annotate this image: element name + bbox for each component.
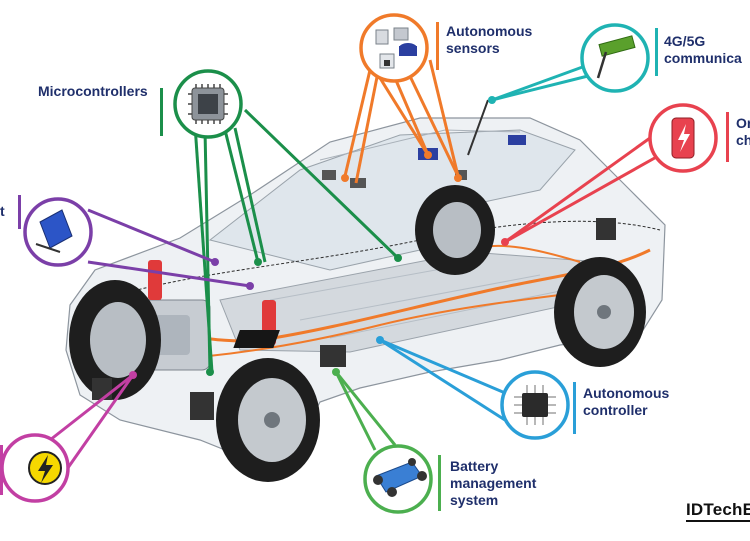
connectivity-callout-lines bbox=[491, 63, 593, 102]
lightning-icon bbox=[0, 433, 70, 503]
sensors-icon bbox=[359, 13, 429, 83]
inverter-callout-lines bbox=[49, 373, 135, 473]
controller-bar bbox=[573, 382, 576, 434]
autonomous-sensors-label: Autonomous sensors bbox=[446, 23, 533, 56]
processor-icon bbox=[500, 370, 570, 440]
wheel-rear-left bbox=[415, 185, 495, 275]
sensors-bar bbox=[436, 22, 439, 70]
bms-bar bbox=[438, 455, 441, 511]
car-illustration bbox=[65, 99, 666, 482]
callout-dots bbox=[129, 96, 509, 379]
autonomous-controller-label: Autonomous controller bbox=[583, 385, 670, 418]
display-callout-lines bbox=[87, 208, 251, 288]
inverter-bar bbox=[0, 445, 3, 495]
controller-callout-lines bbox=[379, 338, 511, 422]
ev-chassis-icon bbox=[363, 444, 433, 514]
microcontrollers-label: Microcontrollers bbox=[38, 83, 148, 99]
microcontrollers-callout-lines bbox=[193, 108, 400, 373]
display-icon bbox=[23, 197, 93, 267]
sensors-callout-lines bbox=[343, 59, 460, 184]
wheel-rear-right bbox=[554, 257, 646, 367]
charger-callout-lines bbox=[504, 136, 661, 244]
battery-management-label: Battery management system bbox=[450, 458, 537, 508]
microcontrollers-bar bbox=[160, 88, 163, 136]
display-label: t bbox=[0, 203, 5, 219]
connectivity-label: 4G/5G communica bbox=[664, 33, 742, 66]
idtechex-logo: IDTechE bbox=[686, 500, 750, 522]
antenna-icon bbox=[580, 23, 650, 93]
wheel-front-right bbox=[216, 358, 320, 482]
callout-lines bbox=[49, 59, 661, 473]
bms-callout-lines bbox=[334, 371, 397, 451]
onboard-charger-label: Or ch bbox=[736, 115, 750, 148]
wheel-front-left bbox=[69, 280, 161, 400]
display-bar bbox=[18, 195, 21, 229]
controller-box bbox=[233, 330, 280, 348]
chip-icon bbox=[173, 69, 243, 139]
charger-bar bbox=[726, 112, 729, 162]
charger-icon bbox=[648, 103, 718, 173]
connectivity-bar bbox=[655, 28, 658, 76]
